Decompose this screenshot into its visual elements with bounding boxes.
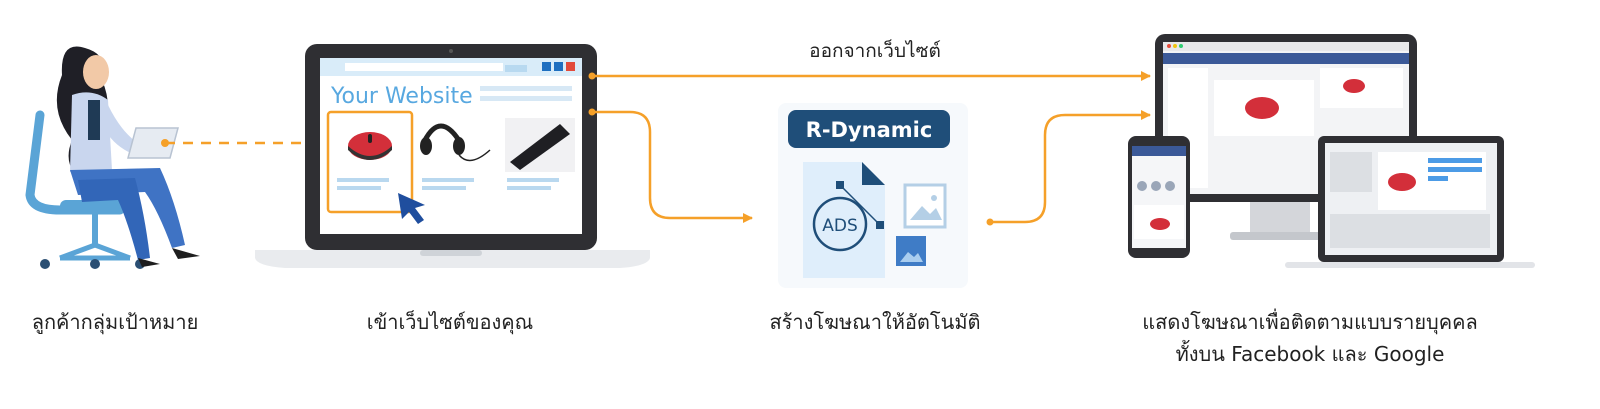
mouse-product-image — [348, 132, 392, 160]
create-caption: สร้างโฆษณาให้อัตโนมัติ — [769, 310, 981, 334]
headphones-product-image — [420, 123, 491, 162]
website-laptop: Your Website — [255, 44, 650, 268]
to-devices-arrow — [990, 110, 1151, 224]
visit-caption: เข้าเว็บไซต์ของคุณ — [366, 310, 534, 334]
customer-caption: ลูกค้ากลุ่มเป้าหมาย — [31, 310, 199, 334]
keyboard-product-image — [505, 118, 575, 172]
cursor-icon — [398, 193, 425, 224]
ads-label: ADS — [822, 216, 858, 236]
image-placeholder-icon — [903, 183, 947, 229]
rdynamic-badge — [788, 110, 950, 148]
to-rdynamic-arrow — [592, 110, 753, 223]
leave-site-label: ออกจากเว็บไซต์ — [809, 40, 941, 62]
ads-icon — [812, 196, 868, 252]
rdynamic-panel: R-Dynamic ADS — [778, 103, 968, 288]
website-title: Your Website — [330, 84, 473, 109]
customer-illustration — [25, 46, 200, 269]
show-caption: แสดงโฆษณาเพื่อติดตามแบบรายบุคคล ทั้งบน F… — [1100, 306, 1520, 370]
rdynamic-title: R-Dynamic — [806, 118, 933, 142]
devices-illustration — [1128, 34, 1535, 268]
show-caption-line2: ทั้งบน Facebook และ Google — [1175, 342, 1445, 366]
show-caption-line1: แสดงโฆษณาเพื่อติดตามแบบรายบุคคล — [1142, 310, 1478, 334]
